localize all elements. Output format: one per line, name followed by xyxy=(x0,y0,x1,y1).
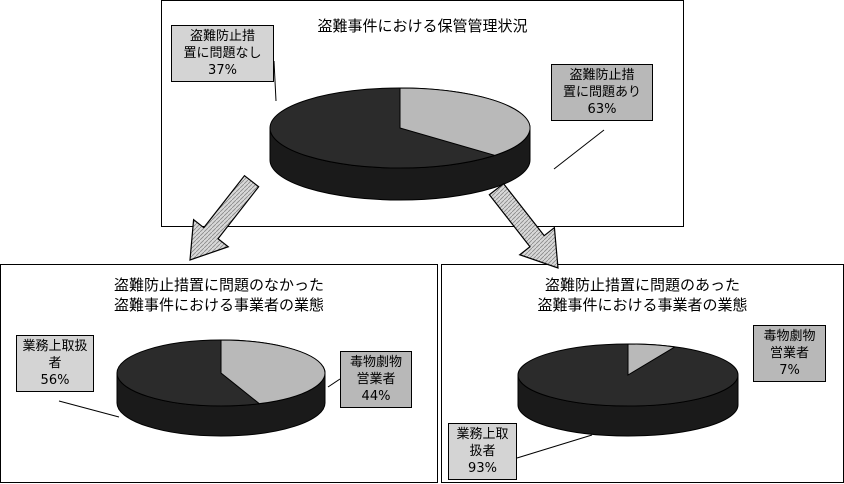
label-line: 業務上取扱 xyxy=(22,339,88,354)
leader-line xyxy=(553,129,605,170)
pie-slice-poison-dealer xyxy=(627,343,677,376)
label-business-user: 業務上取扱 者 56% xyxy=(16,335,94,392)
label-line: 置に問題あり xyxy=(562,85,641,100)
leader-line xyxy=(516,434,593,459)
label-line: 営業者 xyxy=(356,372,396,387)
chart-panel-storage-status: 盗難事件における保管管理状況 盗難防止措 置に問題なし 37% 盗難防止措 置に… xyxy=(161,0,684,227)
chart-title-line: 盗難事件における事業者の業態 xyxy=(537,296,748,314)
label-line: 毒物劇物 xyxy=(349,355,402,370)
pie-slice-no-problem xyxy=(399,87,531,156)
leader-line xyxy=(327,378,341,388)
chart-panel-problem-business: 盗難防止措置に問題のあった 盗難事件における事業者の業態 毒物劇物 営業者 7%… xyxy=(441,264,844,483)
pie-chart-right xyxy=(516,343,739,459)
chart-title: 盗難事件における保管管理状況 xyxy=(317,17,528,35)
leader-line xyxy=(58,400,120,418)
label-percent: 37% xyxy=(208,63,237,78)
pie-chart-top xyxy=(269,60,605,201)
label-percent: 93% xyxy=(468,461,497,476)
label-line: 盗難防止措 xyxy=(189,29,255,44)
label-percent: 44% xyxy=(361,389,391,404)
label-percent: 56% xyxy=(40,373,70,388)
label-line: 者 xyxy=(48,356,62,371)
label-poison-dealer: 毒物劇物 営業者 44% xyxy=(340,351,412,408)
label-problem: 盗難防止措 置に問題あり 63% xyxy=(551,64,653,121)
label-line: 営業者 xyxy=(769,346,809,361)
chart-title-line: 盗難防止措置に問題のなかった xyxy=(113,276,324,294)
chart-title-line: 盗難事件における事業者の業態 xyxy=(113,296,324,314)
label-no-problem: 盗難防止措 置に問題なし 37% xyxy=(171,25,274,82)
pie-slice-poison-dealer xyxy=(220,339,326,405)
label-line: 置に問題なし xyxy=(183,46,262,61)
pie-chart-left xyxy=(58,339,341,437)
chart-title-line: 盗難防止措置に問題のあった xyxy=(544,276,740,294)
chart-panel-no-problem-business: 盗難防止措置に問題のなかった 盗難事件における事業者の業態 業務上取扱 者 56… xyxy=(0,264,438,483)
label-line: 毒物劇物 xyxy=(763,329,816,344)
label-percent: 7% xyxy=(779,363,800,378)
label-business-user: 業務上取 扱者 93% xyxy=(448,423,517,480)
label-percent: 63% xyxy=(587,102,617,117)
label-line: 業務上取 xyxy=(456,427,509,442)
label-poison-dealer: 毒物劇物 営業者 7% xyxy=(753,325,826,382)
label-line: 扱者 xyxy=(469,444,496,459)
label-line: 盗難防止措 xyxy=(569,68,635,83)
leader-line xyxy=(273,60,277,102)
